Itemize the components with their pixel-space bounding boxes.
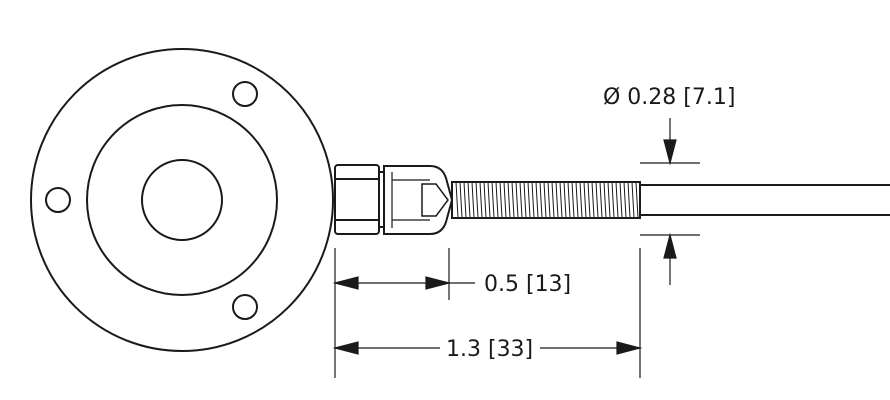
thread-line: [495, 181, 499, 219]
thread-line: [519, 181, 523, 219]
mounting-hole-top: [232, 81, 258, 107]
thread-line: [487, 181, 491, 219]
thread-line: [563, 181, 567, 219]
thread-line: [535, 181, 539, 219]
thread-line: [527, 181, 531, 219]
flange-middle-circle: [86, 104, 278, 296]
thread-line: [591, 181, 595, 219]
thread-lines: [455, 181, 639, 219]
flange-outer-circle: [30, 48, 334, 352]
thread-line: [511, 181, 515, 219]
thread-line: [551, 181, 555, 219]
thread-line: [635, 181, 639, 219]
thread-line: [575, 181, 579, 219]
diameter-dimension-label: Ø 0.28 [7.1]: [603, 85, 735, 110]
hex-nut: [334, 164, 385, 235]
thread-line: [483, 181, 487, 219]
thread-line: [539, 181, 543, 219]
thread-line: [615, 181, 619, 219]
thread-line: [611, 181, 615, 219]
thread-line: [467, 181, 471, 219]
thread-line: [523, 181, 527, 219]
connector-body: [383, 165, 454, 235]
thread-line: [631, 181, 635, 219]
thread-line: [475, 181, 479, 219]
thread-line: [491, 181, 495, 219]
thread-line: [547, 181, 551, 219]
thread-line: [579, 181, 583, 219]
center-bore: [141, 159, 223, 241]
thread-line: [567, 181, 571, 219]
thread-line: [619, 181, 623, 219]
thread-line: [455, 181, 459, 219]
thread-line: [515, 181, 519, 219]
thread-line: [471, 181, 475, 219]
total-length-dimension: [332, 341, 643, 355]
thread-line: [503, 181, 507, 219]
thread-line: [583, 181, 587, 219]
boot-length-dimension: [332, 276, 475, 290]
boot-length-dimension-label: 0.5 [13]: [484, 272, 571, 297]
thread-line: [459, 181, 463, 219]
thread-line: [479, 181, 483, 219]
thread-line: [571, 181, 575, 219]
thread-line: [603, 181, 607, 219]
extension-lines: [334, 248, 641, 378]
thread-line: [623, 181, 627, 219]
mounting-hole-bottom: [232, 294, 258, 320]
total-length-dimension-label: 1.3 [33]: [446, 337, 533, 362]
cable: [640, 184, 890, 216]
thread-line: [595, 181, 599, 219]
thread-line: [499, 181, 503, 219]
thread-line: [507, 181, 511, 219]
threaded-sleeve: [451, 181, 641, 219]
thread-line: [463, 181, 467, 219]
thread-line: [599, 181, 603, 219]
thread-line: [587, 181, 591, 219]
thread-line: [531, 181, 535, 219]
flange: [30, 48, 334, 352]
mounting-hole-left: [45, 187, 71, 213]
thread-line: [543, 181, 547, 219]
thread-line: [607, 181, 611, 219]
diameter-dimension: [640, 118, 700, 285]
thread-line: [555, 181, 559, 219]
thread-line: [627, 181, 631, 219]
thread-line: [559, 181, 563, 219]
